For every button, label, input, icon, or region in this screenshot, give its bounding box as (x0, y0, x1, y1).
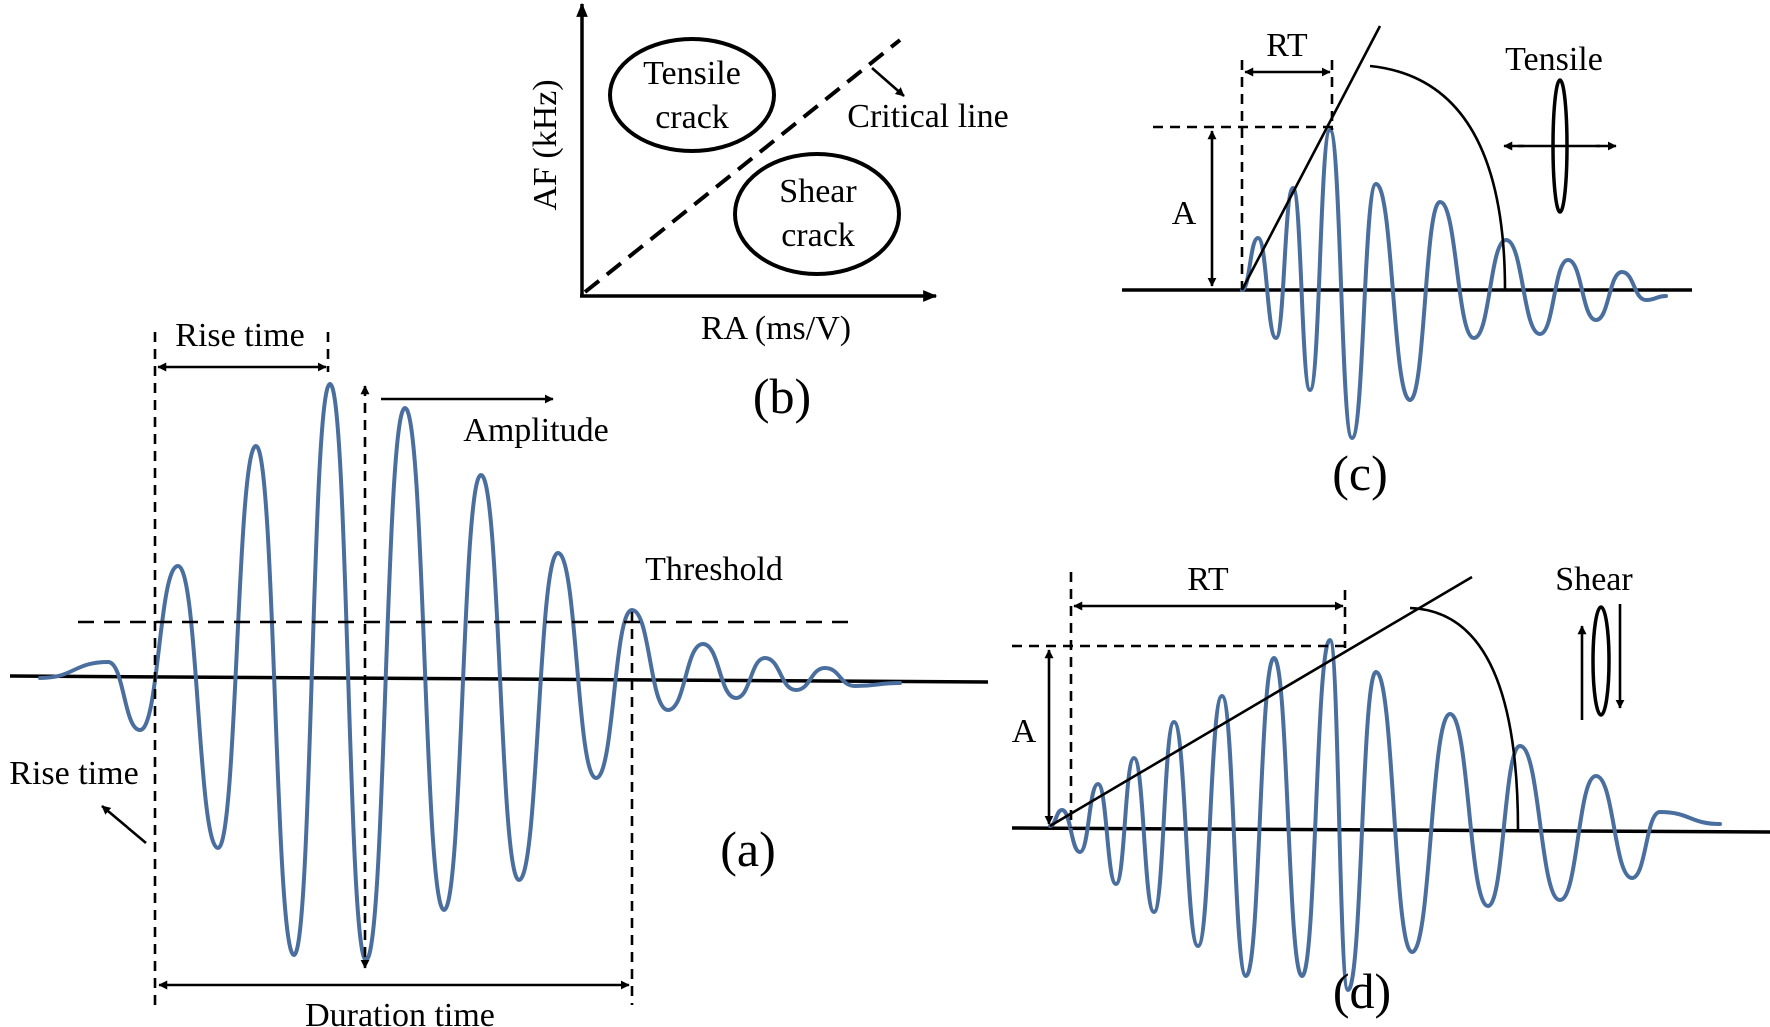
waveform-d (1048, 638, 1722, 992)
tensile-mode-icon (1503, 78, 1617, 214)
tensile-mode-label: Tensile (1505, 41, 1603, 78)
amplitude-label: Amplitude (463, 412, 608, 449)
c-rise-envelope (1240, 25, 1382, 291)
shear-crack-region (733, 152, 901, 276)
c-decay-arc (1369, 64, 1507, 291)
waveform-a (38, 382, 902, 962)
panel-b: AF (kHz) RA (ms/V) Tensile crack Shear c… (527, 2, 1009, 424)
tensile-crack-region (608, 37, 776, 153)
c-amplitude-label: A (1172, 195, 1197, 232)
b-y-axis-label: AF (kHz) (527, 79, 564, 210)
duration-time-label: Duration time (305, 997, 495, 1027)
shear-mode-icon (1577, 604, 1625, 720)
critical-line (583, 38, 902, 294)
panel-c: RT A Tensile (c) (1122, 25, 1692, 501)
shear-mode-label: Shear (1555, 561, 1633, 598)
panel-a-tag: (a) (720, 821, 776, 877)
critical-line-pointer (871, 67, 905, 97)
baseline-d (1011, 826, 1770, 834)
panel-b-tag: (b) (753, 368, 811, 424)
shear-crack-label-2: crack (781, 217, 855, 254)
threshold-label: Threshold (645, 551, 783, 588)
waveform-c (1240, 128, 1668, 440)
b-x-axis-label: RA (ms/V) (701, 310, 851, 347)
d-rt-label: RT (1187, 561, 1229, 598)
d-decay-arc (1409, 606, 1520, 831)
panel-d-tag: (d) (1333, 963, 1391, 1019)
c-rt-label: RT (1266, 27, 1308, 64)
rise-time-top-label: Rise time (175, 317, 304, 354)
shear-crack-label-1: Shear (779, 173, 857, 210)
critical-line-label: Critical line (847, 98, 1008, 135)
tensile-crack-label-1: Tensile (643, 55, 741, 92)
rise-time-left-pointer (101, 805, 147, 844)
d-rise-envelope (1049, 575, 1473, 828)
panel-d: RT A Shear (d) (1012, 561, 1770, 1019)
d-amplitude-label: A (1012, 713, 1037, 750)
panel-a: Rise time Amplitude Threshold Rise time … (9, 317, 989, 1027)
tensile-crack-label-2: crack (655, 99, 729, 136)
rise-time-left-label: Rise time (9, 755, 138, 792)
panel-c-tag: (c) (1332, 445, 1388, 501)
